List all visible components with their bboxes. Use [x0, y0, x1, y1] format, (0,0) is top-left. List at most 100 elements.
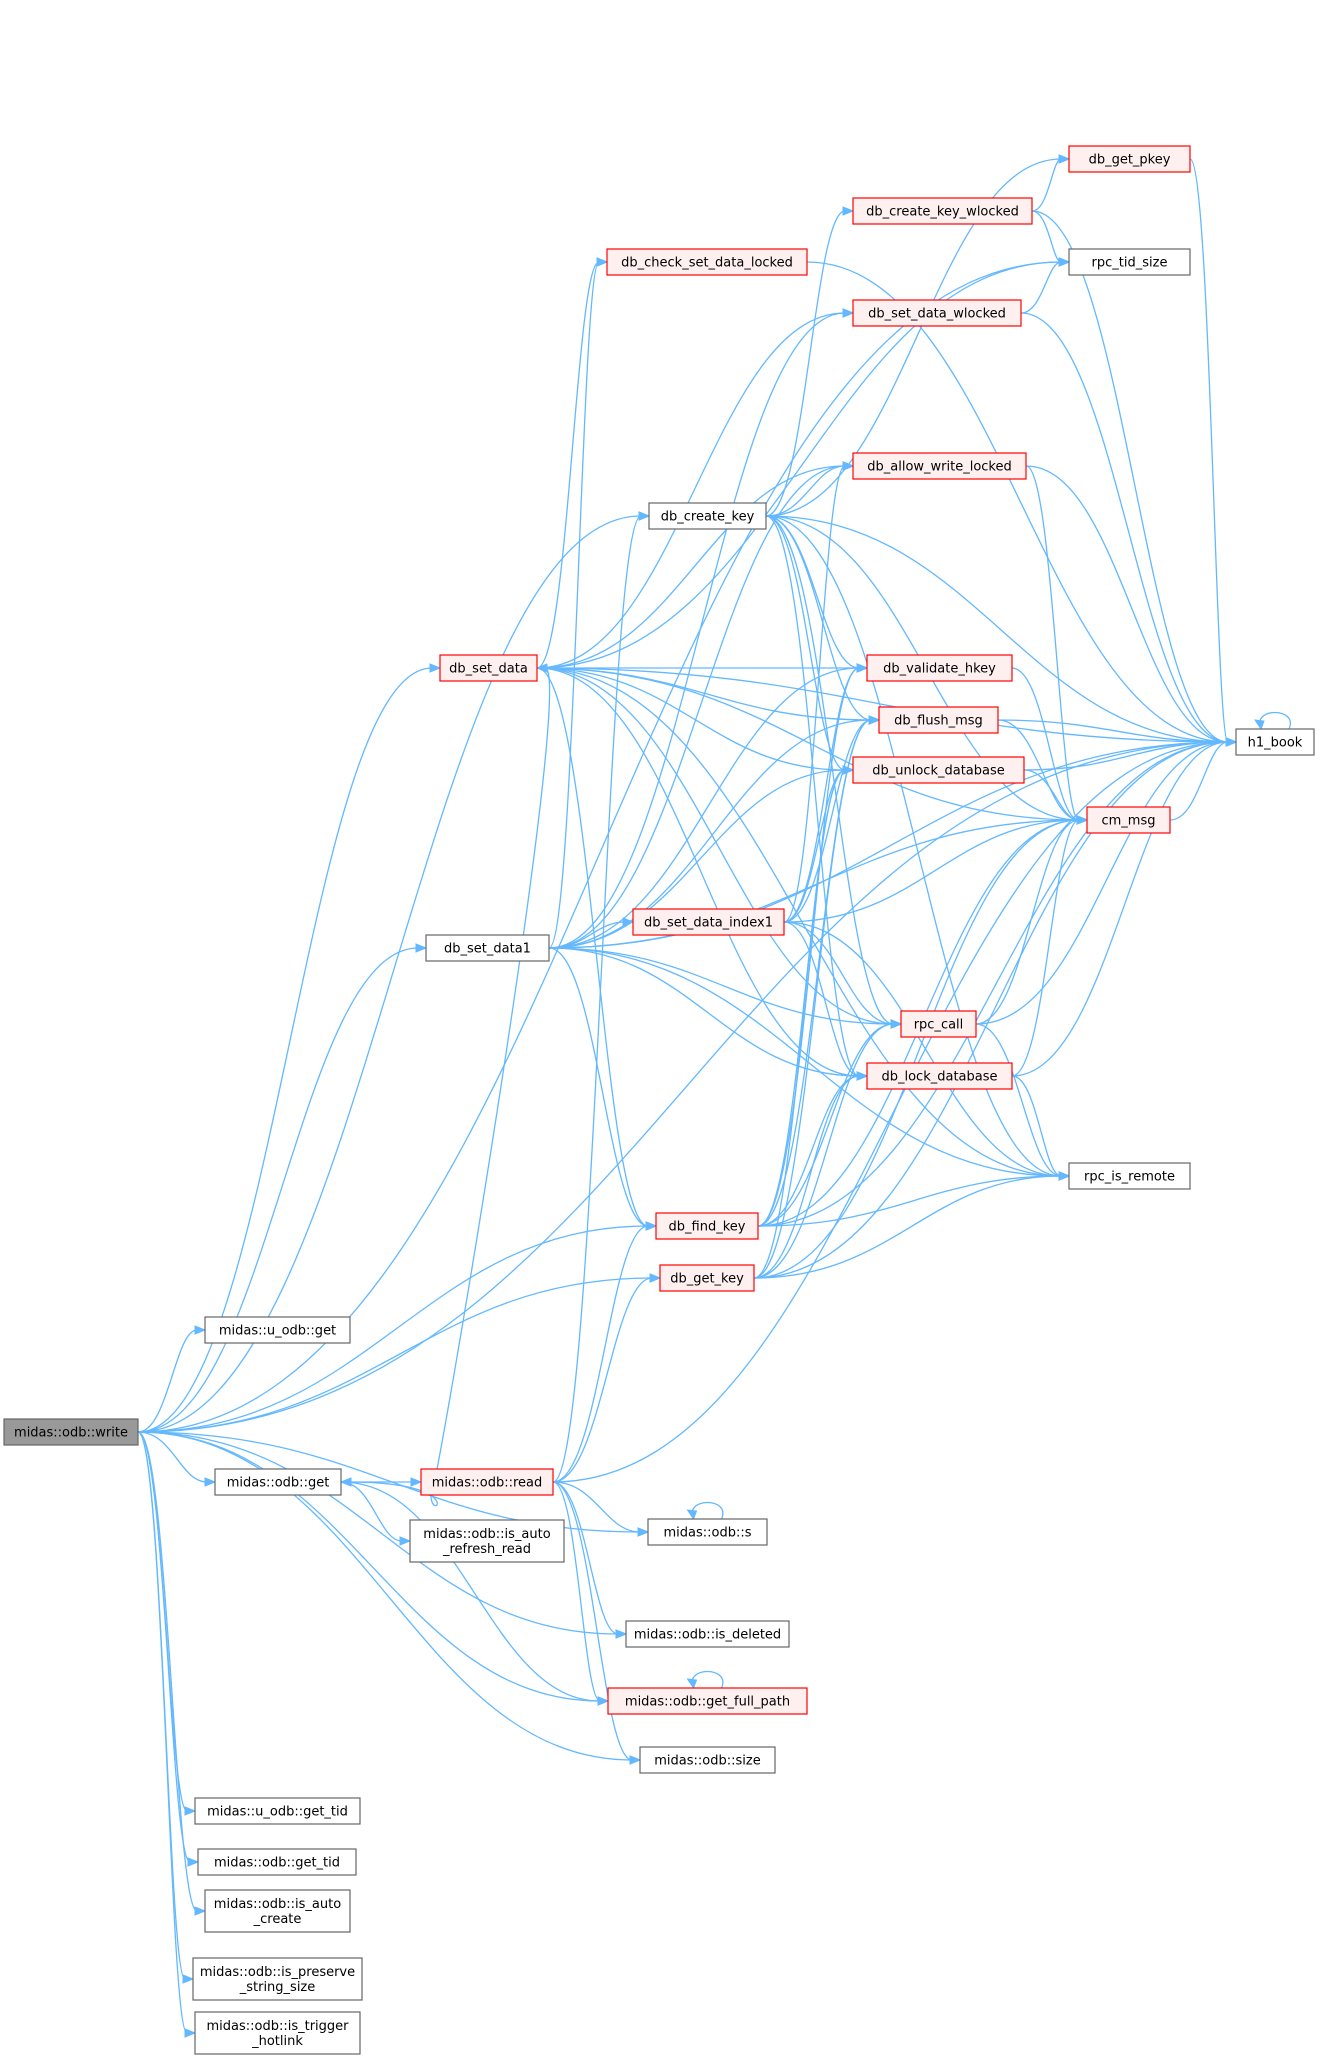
- node-u_odb_get_tid[interactable]: midas::u_odb::get_tid: [194, 1797, 361, 1825]
- edge-db_find_key-to-db_flush_msg: [757, 719, 872, 1227]
- node-db_allow_write_locked[interactable]: db_allow_write_locked: [852, 452, 1027, 480]
- node-rpc_is_remote[interactable]: rpc_is_remote: [1068, 1162, 1191, 1190]
- edge-db_create_key_wlocked-to-h1_book: [1031, 210, 1229, 743]
- node-odb_read[interactable]: midas::odb::read: [420, 1468, 554, 1496]
- edge-db_set_data1-to-rpc_call: [548, 947, 894, 1025]
- node-box: [194, 1797, 361, 1825]
- edge-db_flush_msg-to-h1_book: [997, 719, 1229, 743]
- node-h1_book[interactable]: h1_book: [1235, 728, 1315, 756]
- edge-rpc_call-to-cm_msg: [975, 819, 1080, 1025]
- edge-db_set_data_wlocked-to-h1_book: [1020, 312, 1229, 743]
- node-label: rpc_is_remote: [1084, 1170, 1175, 1185]
- edge-db_get_key-to-rpc_is_remote: [753, 1175, 1062, 1279]
- node-db_validate_hkey[interactable]: db_validate_hkey: [866, 654, 1013, 682]
- node-box: [204, 1889, 351, 1933]
- edge-db_create_key-to-db_lock_database: [765, 515, 860, 1077]
- node-is_preserve_string_size[interactable]: midas::odb::is_preserve_string_size: [192, 1957, 363, 2001]
- edge-db_find_key-to-h1_book: [757, 741, 1229, 1227]
- node-box: [648, 502, 767, 530]
- edge-write-to-is_trigger_hotlink: [137, 1431, 188, 2034]
- node-db_set_data_wlocked[interactable]: db_set_data_wlocked: [852, 299, 1022, 327]
- arrowhead: [597, 1696, 610, 1706]
- node-box: [852, 452, 1027, 480]
- node-odb_get_tid[interactable]: midas::odb::get_tid: [197, 1848, 357, 1876]
- node-box: [655, 1212, 759, 1240]
- node-db_create_key_wlocked[interactable]: db_create_key_wlocked: [852, 197, 1033, 225]
- node-db_flush_msg[interactable]: db_flush_msg: [878, 706, 999, 734]
- arrowhead: [429, 663, 442, 673]
- edge-db_set_data-to-rpc_tid_size: [536, 261, 1062, 669]
- node-odb_get[interactable]: midas::odb::get: [214, 1468, 342, 1496]
- node-label: db_flush_msg: [894, 714, 983, 729]
- arrowhead: [842, 206, 855, 216]
- node-rpc_tid_size[interactable]: rpc_tid_size: [1068, 248, 1191, 276]
- node-is_deleted[interactable]: midas::odb::is_deleted: [625, 1620, 790, 1648]
- node-is_trigger_hotlink[interactable]: midas::odb::is_trigger_hotlink: [194, 2011, 361, 2055]
- edge-db_set_data_index1-to-cm_msg: [783, 819, 1080, 923]
- node-db_find_key[interactable]: db_find_key: [655, 1212, 759, 1240]
- node-write[interactable]: midas::odb::write: [3, 1418, 139, 1446]
- arrowhead: [1076, 815, 1089, 825]
- node-is_auto_create[interactable]: midas::odb::is_auto_create: [204, 1889, 351, 1933]
- node-odb_s[interactable]: midas::odb::s: [647, 1518, 768, 1546]
- node-box: [659, 1264, 755, 1292]
- node-box: [852, 756, 1025, 784]
- edge-write-to-db_get_key: [137, 1277, 653, 1433]
- node-label: db_find_key: [669, 1220, 746, 1235]
- edge-db_set_data_index1-to-db_allow_write_locked: [783, 465, 846, 923]
- node-label: midas::odb::write: [14, 1426, 128, 1441]
- edge-db_get_key-to-db_flush_msg: [753, 719, 872, 1279]
- node-db_unlock_database[interactable]: db_unlock_database: [852, 756, 1025, 784]
- edge-odb_read-to-odb_size: [552, 1481, 633, 1761]
- node-get_full_path[interactable]: midas::odb::get_full_path: [607, 1687, 808, 1715]
- edge-db_set_data-to-db_set_data_wlocked: [536, 312, 846, 669]
- edge-db_set_data-to-db_allow_write_locked: [536, 465, 846, 669]
- node-is_auto_refresh_read[interactable]: midas::odb::is_auto_refresh_read: [409, 1519, 565, 1563]
- node-db_create_key[interactable]: db_create_key: [648, 502, 767, 530]
- edge-db_get_key-to-cm_msg: [753, 819, 1080, 1279]
- edge-write-to-db_find_key: [137, 1225, 649, 1433]
- edge-odb_read-to-h1_book: [552, 741, 1229, 1483]
- arrowhead: [184, 1806, 197, 1816]
- edge-db_create_key-to-db_get_pkey: [765, 158, 1062, 517]
- edge-db_get_key-to-h1_book: [753, 741, 1229, 1279]
- node-label: h1_book: [1248, 736, 1303, 751]
- arrowhead: [1058, 1171, 1071, 1181]
- edge-odb_read-to-odb_get: [348, 1481, 438, 1507]
- node-box: [420, 1468, 554, 1496]
- node-label: rpc_call: [914, 1018, 964, 1033]
- edge-db_lock_database-to-h1_book: [1011, 741, 1229, 1077]
- node-db_set_data_index1[interactable]: db_set_data_index1: [632, 908, 785, 936]
- node-cm_msg[interactable]: cm_msg: [1086, 806, 1171, 834]
- edge-db_create_key-to-db_validate_hkey: [765, 515, 860, 669]
- edge-db_set_data_wlocked-to-rpc_tid_size: [1020, 261, 1062, 314]
- node-db_lock_database[interactable]: db_lock_database: [866, 1062, 1013, 1090]
- node-db_set_data1[interactable]: db_set_data1: [425, 934, 550, 962]
- node-label: db_get_key: [670, 1272, 744, 1287]
- node-db_check_set_data_locked[interactable]: db_check_set_data_locked: [606, 248, 808, 276]
- node-odb_size[interactable]: midas::odb::size: [639, 1746, 776, 1774]
- node-db_get_key[interactable]: db_get_key: [659, 1264, 755, 1292]
- edge-db_set_data-to-db_find_key: [536, 667, 649, 1227]
- node-label: db_unlock_database: [872, 764, 1005, 779]
- node-u_odb_get[interactable]: midas::u_odb::get: [204, 1316, 351, 1344]
- arrowhead: [645, 1221, 658, 1231]
- edge-db_set_data-to-db_lock_database: [536, 667, 860, 1077]
- node-box: [194, 2011, 361, 2055]
- edge-write-to-odb_size: [137, 1431, 633, 1761]
- edge-write-to-is_auto_create: [137, 1431, 198, 1912]
- node-label: db_set_data_index1: [644, 916, 773, 931]
- edge-db_set_data-to-db_check_set_data_locked: [536, 261, 600, 669]
- node-db_set_data[interactable]: db_set_data: [439, 654, 538, 682]
- arrowhead: [339, 1477, 352, 1487]
- arrowhead: [187, 1857, 200, 1867]
- node-box: [204, 1316, 351, 1344]
- edge-write-to-u_odb_get: [137, 1329, 198, 1433]
- arrowhead: [890, 1019, 903, 1029]
- node-rpc_call[interactable]: rpc_call: [900, 1010, 977, 1038]
- node-label: midas::u_odb::get_tid: [207, 1805, 348, 1820]
- arrowhead: [868, 715, 881, 725]
- node-label: midas::odb::read: [432, 1476, 543, 1491]
- node-db_get_pkey[interactable]: db_get_pkey: [1068, 145, 1191, 173]
- edge-db_set_data1-to-h1_book: [548, 741, 1229, 949]
